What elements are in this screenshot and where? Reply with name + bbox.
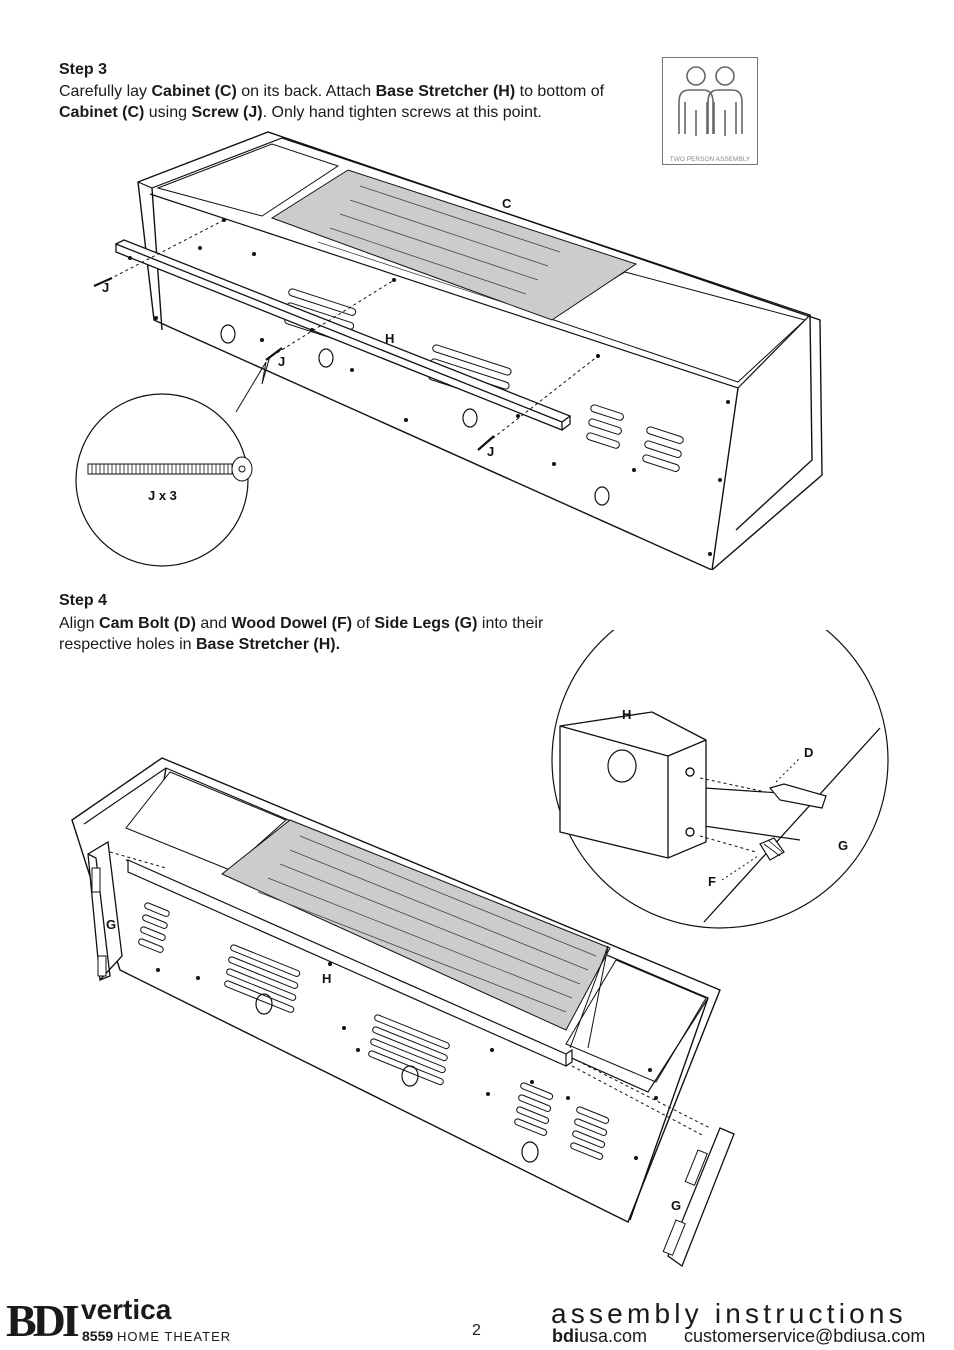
step4-text-2: and xyxy=(195,615,232,632)
label-j-3: J xyxy=(487,444,494,459)
two-person-badge: TWO PERSON ASSEMBLY xyxy=(662,57,758,165)
zoom-callout xyxy=(551,630,889,929)
step3-title: Step 3 xyxy=(59,61,108,78)
step4-part-cam-bolt: Cam Bolt (D) xyxy=(99,615,196,632)
step4-part-dowel: Wood Dowel (F) xyxy=(231,615,353,632)
step3-part-cabinet-2: Cabinet (C) xyxy=(59,104,145,121)
support-email: customerservice@bdiusa.com xyxy=(684,1326,926,1346)
step4-text-3: of xyxy=(352,615,375,632)
step3-text-1: Carefully lay xyxy=(59,83,152,100)
step4-text-1: Align xyxy=(59,615,100,632)
screw-callout-circle xyxy=(75,393,249,567)
step4-part-side-legs: Side Legs (G) xyxy=(374,615,478,632)
product-model: 8559 HOME THEATER xyxy=(82,1327,231,1346)
step3-text-2: on its back. Attach xyxy=(236,83,376,100)
step4-part-stretcher: Base Stretcher (H). xyxy=(195,636,341,653)
callout-label: J x 3 xyxy=(148,488,177,503)
two-person-label: TWO PERSON ASSEMBLY xyxy=(669,156,751,163)
website-bold: bdi xyxy=(552,1326,579,1346)
zoom-label-d: D xyxy=(804,745,813,760)
two-person-icon xyxy=(678,66,743,136)
product-name: vertica xyxy=(81,1294,172,1325)
side-leg-g-right xyxy=(667,1127,735,1268)
step3-part-stretcher: Base Stretcher (H) xyxy=(375,83,516,100)
zoom-label-h: H xyxy=(622,707,631,722)
assembly-heading: assembly instructions xyxy=(551,1298,907,1329)
label-j-2: J xyxy=(278,354,285,369)
step3-part-cabinet: Cabinet (C) xyxy=(151,83,237,100)
bdi-logo: BDI xyxy=(6,1295,80,1346)
label-c: C xyxy=(502,196,512,211)
label-g-right: G xyxy=(671,1198,681,1213)
label-h: H xyxy=(322,971,331,986)
step4-instructions: Align Cam Bolt (D) and Wood Dowel (F) of… xyxy=(59,613,619,655)
step3-text-3: to bottom of xyxy=(515,83,605,100)
screw-j-closeup xyxy=(87,456,253,482)
base-stretcher-h xyxy=(114,239,572,431)
website: bdiusa.com xyxy=(552,1326,647,1346)
step4-title: Step 4 xyxy=(59,592,108,609)
step3-text-5: . Only hand tighten screws at this point… xyxy=(262,104,542,121)
model-description: HOME THEATER xyxy=(117,1329,232,1344)
speaker-grill xyxy=(270,169,638,321)
step4-text-4: into their respective holes in xyxy=(59,615,544,653)
step4-diagram: H G G H D F G xyxy=(71,630,889,1268)
model-number: 8559 xyxy=(82,1328,114,1344)
zoom-label-g: G xyxy=(838,838,848,853)
step3-diagram: C H J J J J x 3 xyxy=(75,131,823,570)
base-stretcher-h xyxy=(127,859,573,1067)
page-number: 2 xyxy=(472,1322,481,1339)
step3-instructions: Carefully lay Cabinet (C) on its back. A… xyxy=(59,81,659,123)
label-g-left: G xyxy=(106,917,116,932)
step3-part-screw: Screw (J) xyxy=(191,104,263,121)
label-h: H xyxy=(385,331,394,346)
label-j-1: J xyxy=(102,280,109,295)
website-rest: usa.com xyxy=(579,1326,648,1346)
zoom-leg-g xyxy=(703,727,881,923)
zoom-stretcher-h xyxy=(559,711,707,859)
speaker-grill xyxy=(221,819,611,1031)
cam-bolt-d xyxy=(768,783,827,809)
step3-text-4: using xyxy=(144,104,192,121)
zoom-label-f: F xyxy=(708,874,716,889)
